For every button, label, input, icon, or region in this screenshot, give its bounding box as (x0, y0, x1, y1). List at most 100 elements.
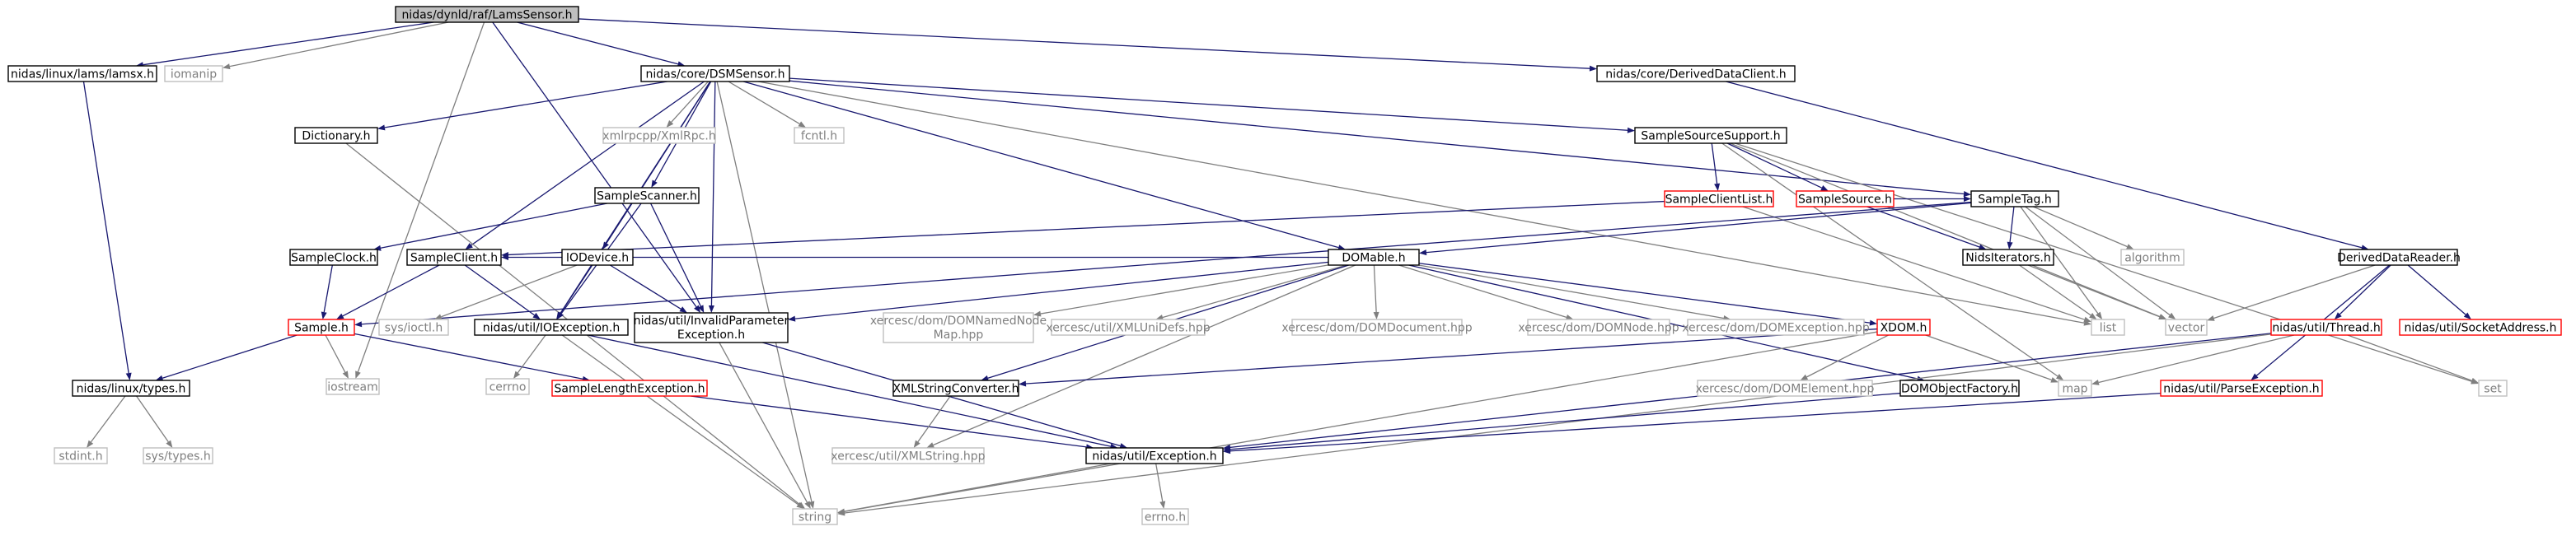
node-lams[interactable]: nidas/dynld/raf/LamsSensor.h (395, 6, 579, 23)
edge-nidasiter-list (2019, 264, 2097, 319)
node-lamsx[interactable]: nidas/linux/lams/lamsx.h (7, 65, 157, 82)
edge-sampletag-algorithm (2033, 206, 2134, 249)
node-sss[interactable]: SampleSourceSupport.h (1634, 127, 1787, 144)
node-label-samplelengthexc: SampleLengthException.h (554, 383, 705, 396)
node-thread[interactable]: nidas/util/Thread.h (2270, 319, 2382, 336)
node-label-iodevice: IODevice.h (566, 252, 629, 265)
node-vector: vector (2165, 319, 2208, 336)
node-iodevice[interactable]: IODevice.h (561, 249, 634, 266)
node-label-iomanip: iomanip (171, 68, 217, 82)
node-box-socketaddr (2399, 319, 2562, 336)
node-sampleclock[interactable]: SampleClock.h (289, 249, 378, 266)
node-label-xmlrpc: xmlrpcpp/XmlRpc.h (602, 130, 715, 143)
node-set: set (2478, 380, 2508, 397)
node-domexception: xercesc/dom/DOMException.hpp (1682, 319, 1870, 336)
edge-sss-samplesource (1726, 142, 1829, 191)
edge-dsmsensor-sss (789, 77, 1635, 133)
node-nidasiter[interactable]: NidsIterators.h (1962, 249, 2054, 266)
node-xmlstringconv[interactable]: XMLStringConverter.h (892, 380, 1019, 397)
node-systypes: sys/types.h (143, 447, 213, 464)
node-box-errno (1141, 508, 1189, 525)
node-sampleclientlist[interactable]: SampleClientList.h (1664, 190, 1774, 207)
node-box-thread (2270, 319, 2382, 336)
node-types[interactable]: nidas/linux/types.h (72, 380, 190, 397)
edge-sampletag-sample (354, 201, 1972, 328)
node-xmlstring: xercesc/util/XMLString.hpp (831, 447, 986, 464)
node-label-cerrno: cerrno (489, 381, 527, 394)
node-derivedclient[interactable]: nidas/core/DerivedDataClient.h (1596, 65, 1796, 82)
node-parseexc[interactable]: nidas/util/ParseException.h (2160, 380, 2323, 397)
node-dictionary[interactable]: Dictionary.h (294, 127, 378, 144)
node-label-lamsx: nidas/linux/lams/lamsx.h (11, 68, 154, 82)
node-box-fcntl (794, 127, 845, 144)
node-exception[interactable]: nidas/util/Exception.h (1085, 447, 1224, 464)
edge-sampletag-nidasiter (2007, 206, 2015, 249)
node-samplesource[interactable]: SampleSource.h (1796, 190, 1895, 207)
node-box-samplelengthexc (551, 380, 708, 397)
node-box-lamsx (7, 65, 157, 82)
node-label-sampleclient: SampleClient.h (410, 252, 498, 265)
node-string: string (792, 508, 838, 525)
node-label-sampleclientlist: SampleClientList.h (1665, 193, 1773, 207)
node-box-domelement (1697, 380, 1873, 397)
node-label-systypes: sys/types.h (145, 450, 210, 464)
node-box-xdom (1876, 319, 1931, 336)
node-label-domnamednode: xercesc/dom/DOMNamedNode (870, 315, 1047, 328)
node-samplescanner[interactable]: SampleScanner.h (594, 187, 700, 204)
node-box-iostream (326, 378, 380, 395)
node-box-domable (1328, 249, 1420, 266)
node-box-sysioctl (378, 319, 449, 336)
edge-ioexception-string (561, 334, 804, 509)
node-fcntl: fcntl.h (794, 127, 845, 144)
node-deriveddatareader[interactable]: DerivedDataReader.h (2337, 249, 2461, 266)
node-domable[interactable]: DOMable.h (1328, 249, 1420, 266)
node-socketaddr[interactable]: nidas/util/SocketAddress.h (2399, 319, 2562, 336)
node-sample[interactable]: Sample.h (288, 319, 355, 336)
edge-samplelengthexc-exception (690, 395, 1094, 450)
node-label-algorithm: algorithm (2124, 252, 2180, 265)
node-domdocument: xercesc/dom/DOMDocument.hpp (1281, 319, 1473, 336)
node-label-socketaddr: nidas/util/SocketAddress.h (2404, 322, 2556, 335)
node-domobjfactory[interactable]: DOMObjectFactory.h (1899, 380, 2020, 397)
edge-deriveddatareader-thread (2334, 264, 2391, 319)
node-errno: errno.h (1141, 508, 1189, 525)
node-map: map (2058, 380, 2092, 397)
node-box-set (2478, 380, 2508, 397)
node-label-dictionary: Dictionary.h (302, 130, 370, 143)
node-ioexception[interactable]: nidas/util/IOException.h (474, 319, 629, 336)
edge-sampleclientlist-sampleclient (501, 200, 1665, 258)
node-box-samplesource (1796, 190, 1895, 207)
edge-nidasiter-vector (2027, 264, 2166, 319)
edge-derivedclient-deriveddatareader (1726, 81, 2369, 251)
edge-sampletag-domable (1419, 202, 1972, 256)
edge-dsmsensor-invalidparam (708, 81, 716, 313)
node-sampleclient[interactable]: SampleClient.h (406, 249, 502, 266)
node-box-domnode (1527, 319, 1670, 336)
node-label-xmlstring: xercesc/util/XMLString.hpp (831, 450, 985, 464)
node-box-dictionary (294, 127, 378, 144)
node-label-thread: nidas/util/Thread.h (2272, 322, 2380, 335)
edge-domable-sampleclient (501, 254, 1328, 260)
node-label-domnode: xercesc/dom/DOMNode.hpp (1518, 322, 1679, 335)
edge-lams-iostream (355, 21, 485, 379)
node-samplelengthexc[interactable]: SampleLengthException.h (551, 380, 708, 397)
edge-thread-set (2347, 334, 2479, 384)
edge-sampleclient-sample (335, 264, 440, 319)
node-label-sysioctl: sys/ioctl.h (385, 322, 443, 335)
edge-sampleclient-ioexception (464, 264, 541, 319)
edge-lams-dsmsensor (517, 21, 686, 68)
node-label-errno: errno.h (1145, 511, 1186, 524)
node-box-invalidparam (634, 312, 789, 343)
node-box-map (2058, 380, 2092, 397)
node-box-iomanip (164, 65, 223, 82)
node-xdom[interactable]: XDOM.h (1876, 319, 1931, 336)
node-dsmsensor[interactable]: nidas/core/DSMSensor.h (640, 65, 790, 82)
node-sampletag[interactable]: SampleTag.h (1970, 190, 2059, 207)
edge-sample-iostream (325, 334, 349, 379)
node-label-domexception: xercesc/dom/DOMException.hpp (1682, 322, 1870, 335)
node-label-domelement: xercesc/dom/DOMElement.hpp (1696, 383, 1875, 396)
node-box-xmlunidefs (1051, 319, 1206, 336)
